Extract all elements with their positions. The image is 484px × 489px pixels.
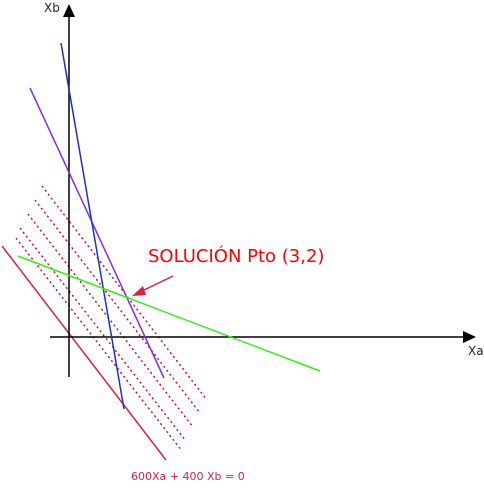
y-axis-arrow [63,4,75,17]
axes [50,4,476,377]
solution-label: SOLUCIÓN Pto (3,2) [148,245,324,267]
green-constraint-line [17,255,321,372]
solution-pointer [132,275,174,296]
x-axis-arrow [463,331,476,343]
objective-line [1,245,167,461]
objective-function-label: 600Xa + 400 Xb = 0 [131,470,245,483]
solution-arrow-shaft [139,275,174,293]
y-axis-label: Xb [44,1,60,15]
purple-constraint-line [29,87,165,379]
objective-level-lines [15,185,208,452]
objective-level-line-2 [34,199,201,414]
blue-constraint-line [60,42,125,410]
x-axis-label: Xa [468,344,484,358]
objective-level-line-5 [15,237,183,452]
solution-arrow-head [132,286,146,296]
objective-level-line-4 [19,227,187,442]
